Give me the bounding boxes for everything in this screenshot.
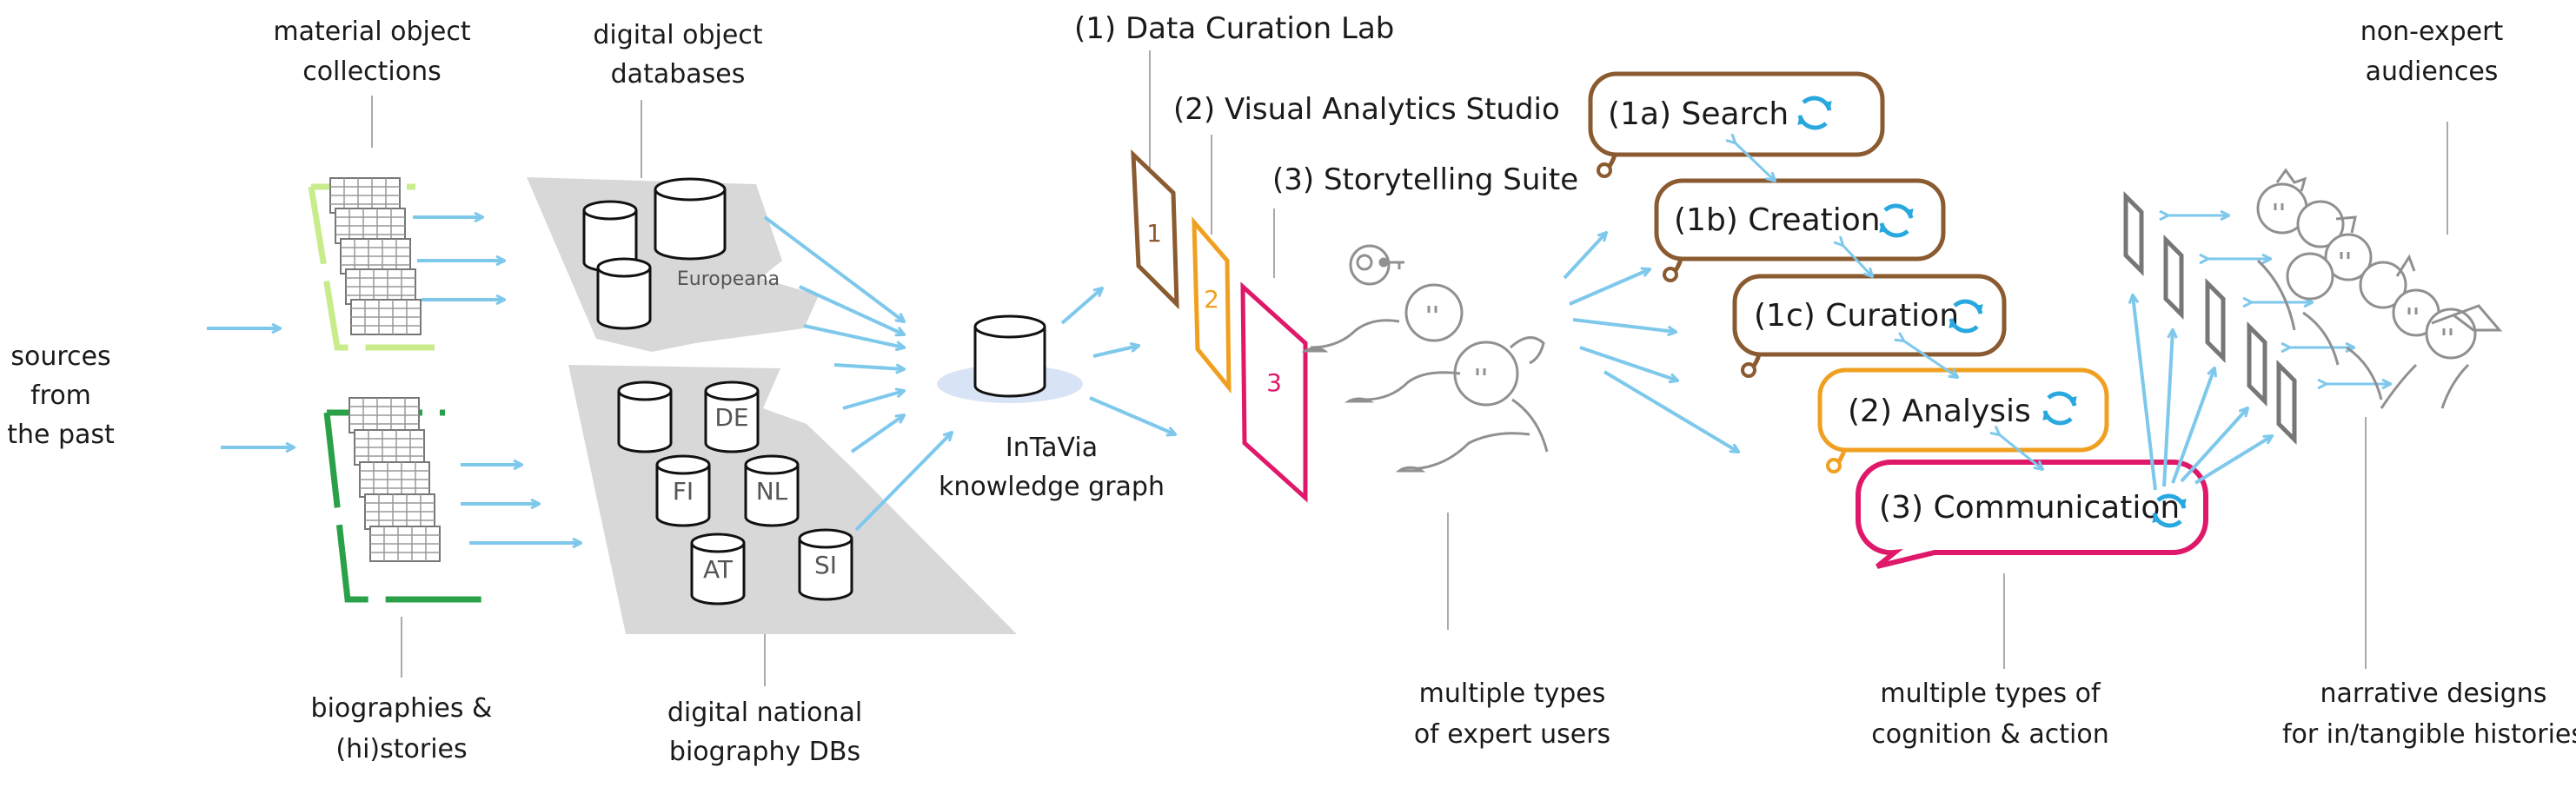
audiences-label: non-expert audiences <box>2360 17 2504 87</box>
cylinder-si-label: SI <box>814 551 837 579</box>
digital-object-db-label: digital object databases <box>593 20 762 89</box>
biographies-label: biographies & (hi)stories <box>311 693 493 764</box>
user-figure-2 <box>1453 336 1545 407</box>
arm-left-2 <box>1364 371 1461 401</box>
sources-label-line-1: sources <box>10 341 110 372</box>
activity-label-analysis: (2) Analysis <box>1848 394 2031 429</box>
activity-bubble-creation: (1b) Creation <box>1654 178 1946 282</box>
cylinder-de-label: DE <box>714 403 748 432</box>
kg-label-line-1: InTaVia <box>1006 433 1098 463</box>
tool-panel-2: 2 <box>1192 216 1232 394</box>
arm-left-1 <box>1310 319 1400 349</box>
national-db-cylinders: DE FI NL AT SI <box>617 380 853 605</box>
narrative-label-line-1: narrative designs <box>2320 678 2547 709</box>
tool-title-1: (1) Data Curation Lab <box>1074 11 1394 46</box>
sheet-stack-material <box>329 177 422 335</box>
digital-object-db-line-1: digital object <box>593 20 762 50</box>
kg-label-line-2: knowledge graph <box>939 472 1165 502</box>
audience-link-arrows <box>2168 215 2390 384</box>
arm-left-3 <box>1407 432 1530 471</box>
audience-figures <box>2256 168 2503 409</box>
national-db-label-line-1: digital national <box>667 698 862 728</box>
kg-inflow-arrows <box>763 215 952 532</box>
audiences-label-line-2: audiences <box>2366 56 2499 87</box>
knowledge-graph <box>937 314 1083 403</box>
sheet-stack-biographies <box>349 397 441 562</box>
audiences-label-line-1: non-expert <box>2360 17 2504 47</box>
europeana-label: Europeana <box>677 268 780 290</box>
activity-label-curation: (1c) Curation <box>1754 298 1959 334</box>
activity-bubble-analysis: (2) Analysis <box>1817 367 2109 473</box>
activity-inflow-arrows <box>1563 233 1738 452</box>
tool-panel-3: 3 <box>1240 281 1308 503</box>
cognition-label: multiple types of cognition & action <box>1871 678 2109 750</box>
tool-number-2: 2 <box>1204 285 1219 314</box>
tool-number-3: 3 <box>1266 368 1282 397</box>
expert-users-line-1: multiple types <box>1419 678 1606 709</box>
material-label-line-2: collections <box>302 56 442 87</box>
activity-bubble-search: (1a) Search <box>1588 71 1885 178</box>
knowledge-graph-label: InTaVia knowledge graph <box>939 433 1165 502</box>
body-line <box>1511 398 1549 453</box>
expert-users-label: multiple types of expert users <box>1414 678 1610 750</box>
material-label-line-1: material object <box>273 17 470 47</box>
national-db-label: digital national biography DBs <box>667 698 862 767</box>
national-db-label-line-2: biography DBs <box>669 737 860 767</box>
narrative-fan-arrows <box>2133 295 2272 491</box>
cylinder-object-3 <box>596 257 652 330</box>
activity-link-arrows <box>1735 142 2042 469</box>
sources-label-line-3: the past <box>7 420 115 450</box>
digital-object-db-line-2: databases <box>611 59 746 89</box>
activity-label-communication: (3) Communication <box>1879 490 2180 526</box>
biographies-label-line-2: (hi)stories <box>335 734 467 764</box>
tool-panel-1: 1 <box>1131 149 1179 310</box>
activity-label-creation: (1b) Creation <box>1674 202 1881 238</box>
activity-label-search: (1a) Search <box>1608 96 1789 132</box>
narrative-label: narrative designs for in/tangible histor… <box>2282 678 2576 750</box>
cylinder-object-2 <box>654 177 727 261</box>
cylinder-national <box>617 380 673 453</box>
tool-title-3: (3) Storytelling Suite <box>1272 162 1578 197</box>
cylinder-fi-label: FI <box>673 477 694 506</box>
sources-label: sources from the past <box>7 341 115 450</box>
tool-title-2: (2) Visual Analytics Studio <box>1173 92 1560 127</box>
cylinder-nl-label: NL <box>756 477 788 506</box>
material-collection <box>308 177 504 351</box>
narrative-panels <box>2123 190 2297 446</box>
kg-cylinder <box>973 314 1046 398</box>
expert-users-figures <box>1301 244 1549 473</box>
cognition-label-line-2: cognition & action <box>1871 719 2109 750</box>
robot-figure <box>1349 244 1404 286</box>
cylinder-at-label: AT <box>703 555 734 584</box>
expert-users-line-2: of expert users <box>1414 719 1610 750</box>
tool-number-1: 1 <box>1146 219 1162 248</box>
activity-bubble-communication: (3) Communication <box>1855 460 2208 569</box>
narrative-label-line-2: for in/tangible histories <box>2282 719 2576 750</box>
user-figure-1 <box>1404 283 1464 342</box>
biographies-collection <box>323 397 581 603</box>
material-label: material object collections <box>273 17 470 87</box>
tool-titles: (1) Data Curation Lab (2) Visual Analyti… <box>1074 11 1578 197</box>
cognition-label-line-1: multiple types of <box>1880 678 2101 709</box>
activity-bubble-curation: (1c) Curation <box>1732 274 2007 378</box>
sources-label-line-2: from <box>30 380 91 411</box>
kg-outflow-arrows <box>1060 288 1175 434</box>
biographies-label-line-1: biographies & <box>311 693 493 724</box>
